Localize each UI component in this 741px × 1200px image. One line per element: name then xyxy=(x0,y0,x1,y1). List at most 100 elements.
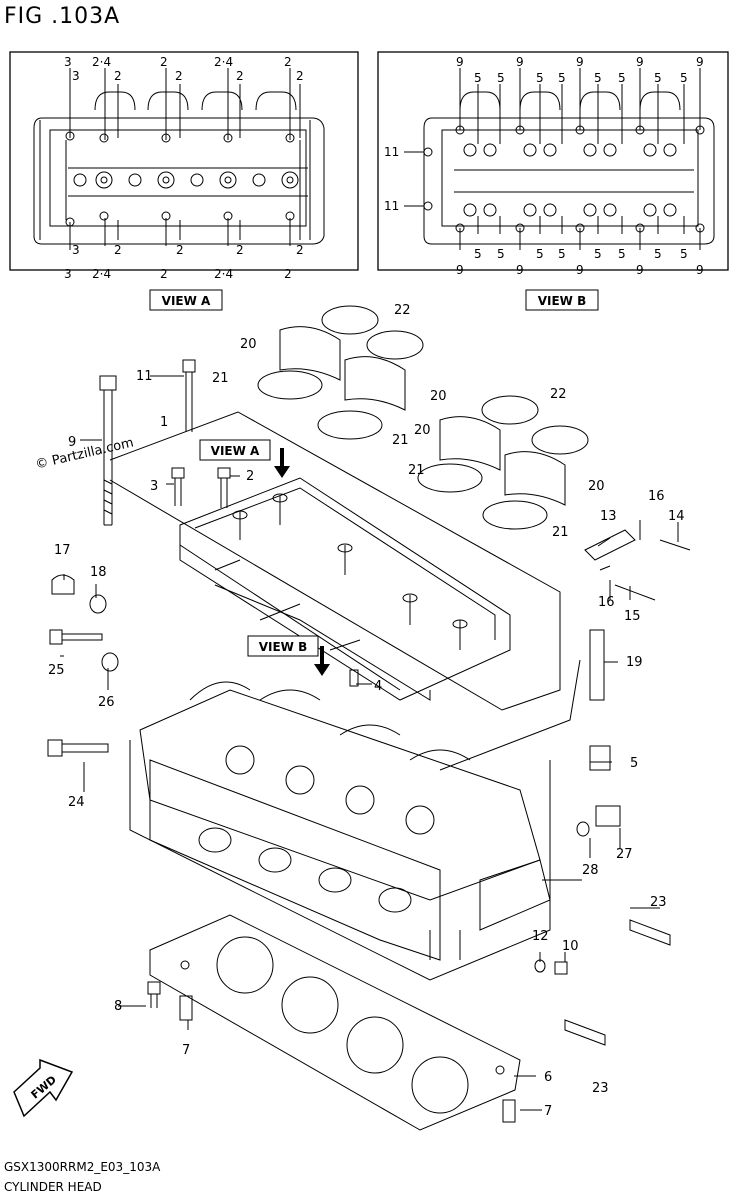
callout-7a: 7 xyxy=(182,1043,190,1058)
view-b-callout: 5 xyxy=(497,247,505,261)
view-b-callout: 5 xyxy=(654,247,662,261)
fwd-arrow: FWD xyxy=(13,1058,74,1118)
bolt-24 xyxy=(47,739,109,757)
view-b-callout: 11 xyxy=(384,199,399,213)
callout-9: 9 xyxy=(68,435,76,450)
callout-21a: 21 xyxy=(212,371,229,386)
view-b-callout: 9 xyxy=(576,263,584,277)
bolt-25 xyxy=(49,629,103,645)
spark-plug-19 xyxy=(589,629,605,701)
callout-21d: 21 xyxy=(552,525,569,540)
callout-20b: 20 xyxy=(430,389,447,404)
view-b-callout: 11 xyxy=(384,145,399,159)
view-a-callout: 2 xyxy=(114,243,122,257)
view-a-callout: 3 xyxy=(64,267,72,281)
view-a-callout: 2 xyxy=(160,55,168,69)
callout-23a: 23 xyxy=(650,895,667,910)
washer-26 xyxy=(101,652,119,672)
bolt-23b xyxy=(564,1019,606,1046)
view-b-callout: 5 xyxy=(654,71,662,85)
callout-14: 14 xyxy=(668,509,685,524)
figure-code: GSX1300RRM2_E03_103A xyxy=(4,1160,161,1174)
view-a-callout: 2 xyxy=(236,69,244,83)
callout-27: 27 xyxy=(616,847,633,862)
view-b-callout: 5 xyxy=(618,71,626,85)
callout-18: 18 xyxy=(90,565,107,580)
washer-18 xyxy=(89,594,107,614)
intake-boots xyxy=(257,305,589,530)
view-b-callout: 5 xyxy=(558,71,566,85)
callout-16b: 16 xyxy=(598,595,615,610)
callout-1: 1 xyxy=(160,415,168,430)
head-gasket xyxy=(149,914,521,1131)
callout-15: 15 xyxy=(624,609,641,624)
bolts-14-15 xyxy=(599,539,691,601)
view-a-callout: 2·4 xyxy=(92,55,111,69)
callout-11: 11 xyxy=(136,369,153,384)
main-view-a-label: VIEW A xyxy=(211,444,260,458)
view-b-callout: 5 xyxy=(474,71,482,85)
cylinder-head xyxy=(139,681,551,961)
plug-17 xyxy=(51,574,75,595)
callout-3: 3 xyxy=(150,479,158,494)
callout-20a: 20 xyxy=(240,337,257,352)
bolt-8 xyxy=(147,981,161,1008)
view-a-callout: 2 xyxy=(296,243,304,257)
dowel-4 xyxy=(349,669,359,687)
view-b-callout: 9 xyxy=(636,263,644,277)
view-a-callout: 2 xyxy=(236,243,244,257)
bolt-9 xyxy=(99,375,117,526)
view-b-callout: 9 xyxy=(516,263,524,277)
view-a-callout: 2 xyxy=(175,69,183,83)
bolt-3 xyxy=(171,467,185,506)
view-a-callout: 2·4 xyxy=(92,267,111,281)
view-b-callout: 5 xyxy=(680,247,688,261)
view-b-callout: 5 xyxy=(558,247,566,261)
figure-title: FIG .103A xyxy=(4,4,121,29)
camshaft-holder xyxy=(179,477,511,701)
pipe-5 xyxy=(589,745,611,771)
view-b-callout: 5 xyxy=(474,247,482,261)
callout-23b: 23 xyxy=(592,1081,609,1096)
view-a-callout: 2·4 xyxy=(214,267,233,281)
view-b-callout: 9 xyxy=(456,263,464,277)
view-a-callout: 3 xyxy=(72,69,80,83)
callout-25: 25 xyxy=(48,663,65,678)
callout-5: 5 xyxy=(630,756,638,771)
view-a-panel xyxy=(9,51,359,271)
view-a-callout: 2·4 xyxy=(214,55,233,69)
callout-12: 12 xyxy=(532,929,549,944)
view-a-callout: 3 xyxy=(64,55,72,69)
callout-22b: 22 xyxy=(550,387,567,402)
callout-8: 8 xyxy=(114,999,122,1014)
sensor-27 xyxy=(595,805,621,827)
callout-2: 2 xyxy=(246,469,254,484)
dowel-7b xyxy=(502,1099,516,1123)
figure-name: CYLINDER HEAD xyxy=(4,1180,102,1194)
oil-pipe-13 xyxy=(584,529,636,561)
view-b-callout: 5 xyxy=(594,71,602,85)
callout-28: 28 xyxy=(582,863,599,878)
view-b-callout: 5 xyxy=(497,71,505,85)
cover-outline xyxy=(109,411,561,711)
callout-19: 19 xyxy=(626,655,643,670)
bolt-1 xyxy=(182,359,196,432)
callout-20d: 20 xyxy=(588,479,605,494)
view-b-callout: 9 xyxy=(456,55,464,69)
callout-21b: 21 xyxy=(392,433,409,448)
view-a-callout: 2 xyxy=(160,267,168,281)
washer-28 xyxy=(576,821,590,837)
view-a-callout: 3 xyxy=(72,243,80,257)
view-b-callout: 5 xyxy=(594,247,602,261)
callout-17: 17 xyxy=(54,543,71,558)
view-b-panel xyxy=(377,51,729,271)
view-b-callout: 9 xyxy=(576,55,584,69)
callout-10: 10 xyxy=(562,939,579,954)
view-b-callout: 5 xyxy=(680,71,688,85)
view-b-callout: 5 xyxy=(618,247,626,261)
callout-7b: 7 xyxy=(544,1104,552,1119)
head-outline xyxy=(129,740,551,981)
view-b-label: VIEW B xyxy=(538,294,587,308)
view-b-callout: 5 xyxy=(536,71,544,85)
